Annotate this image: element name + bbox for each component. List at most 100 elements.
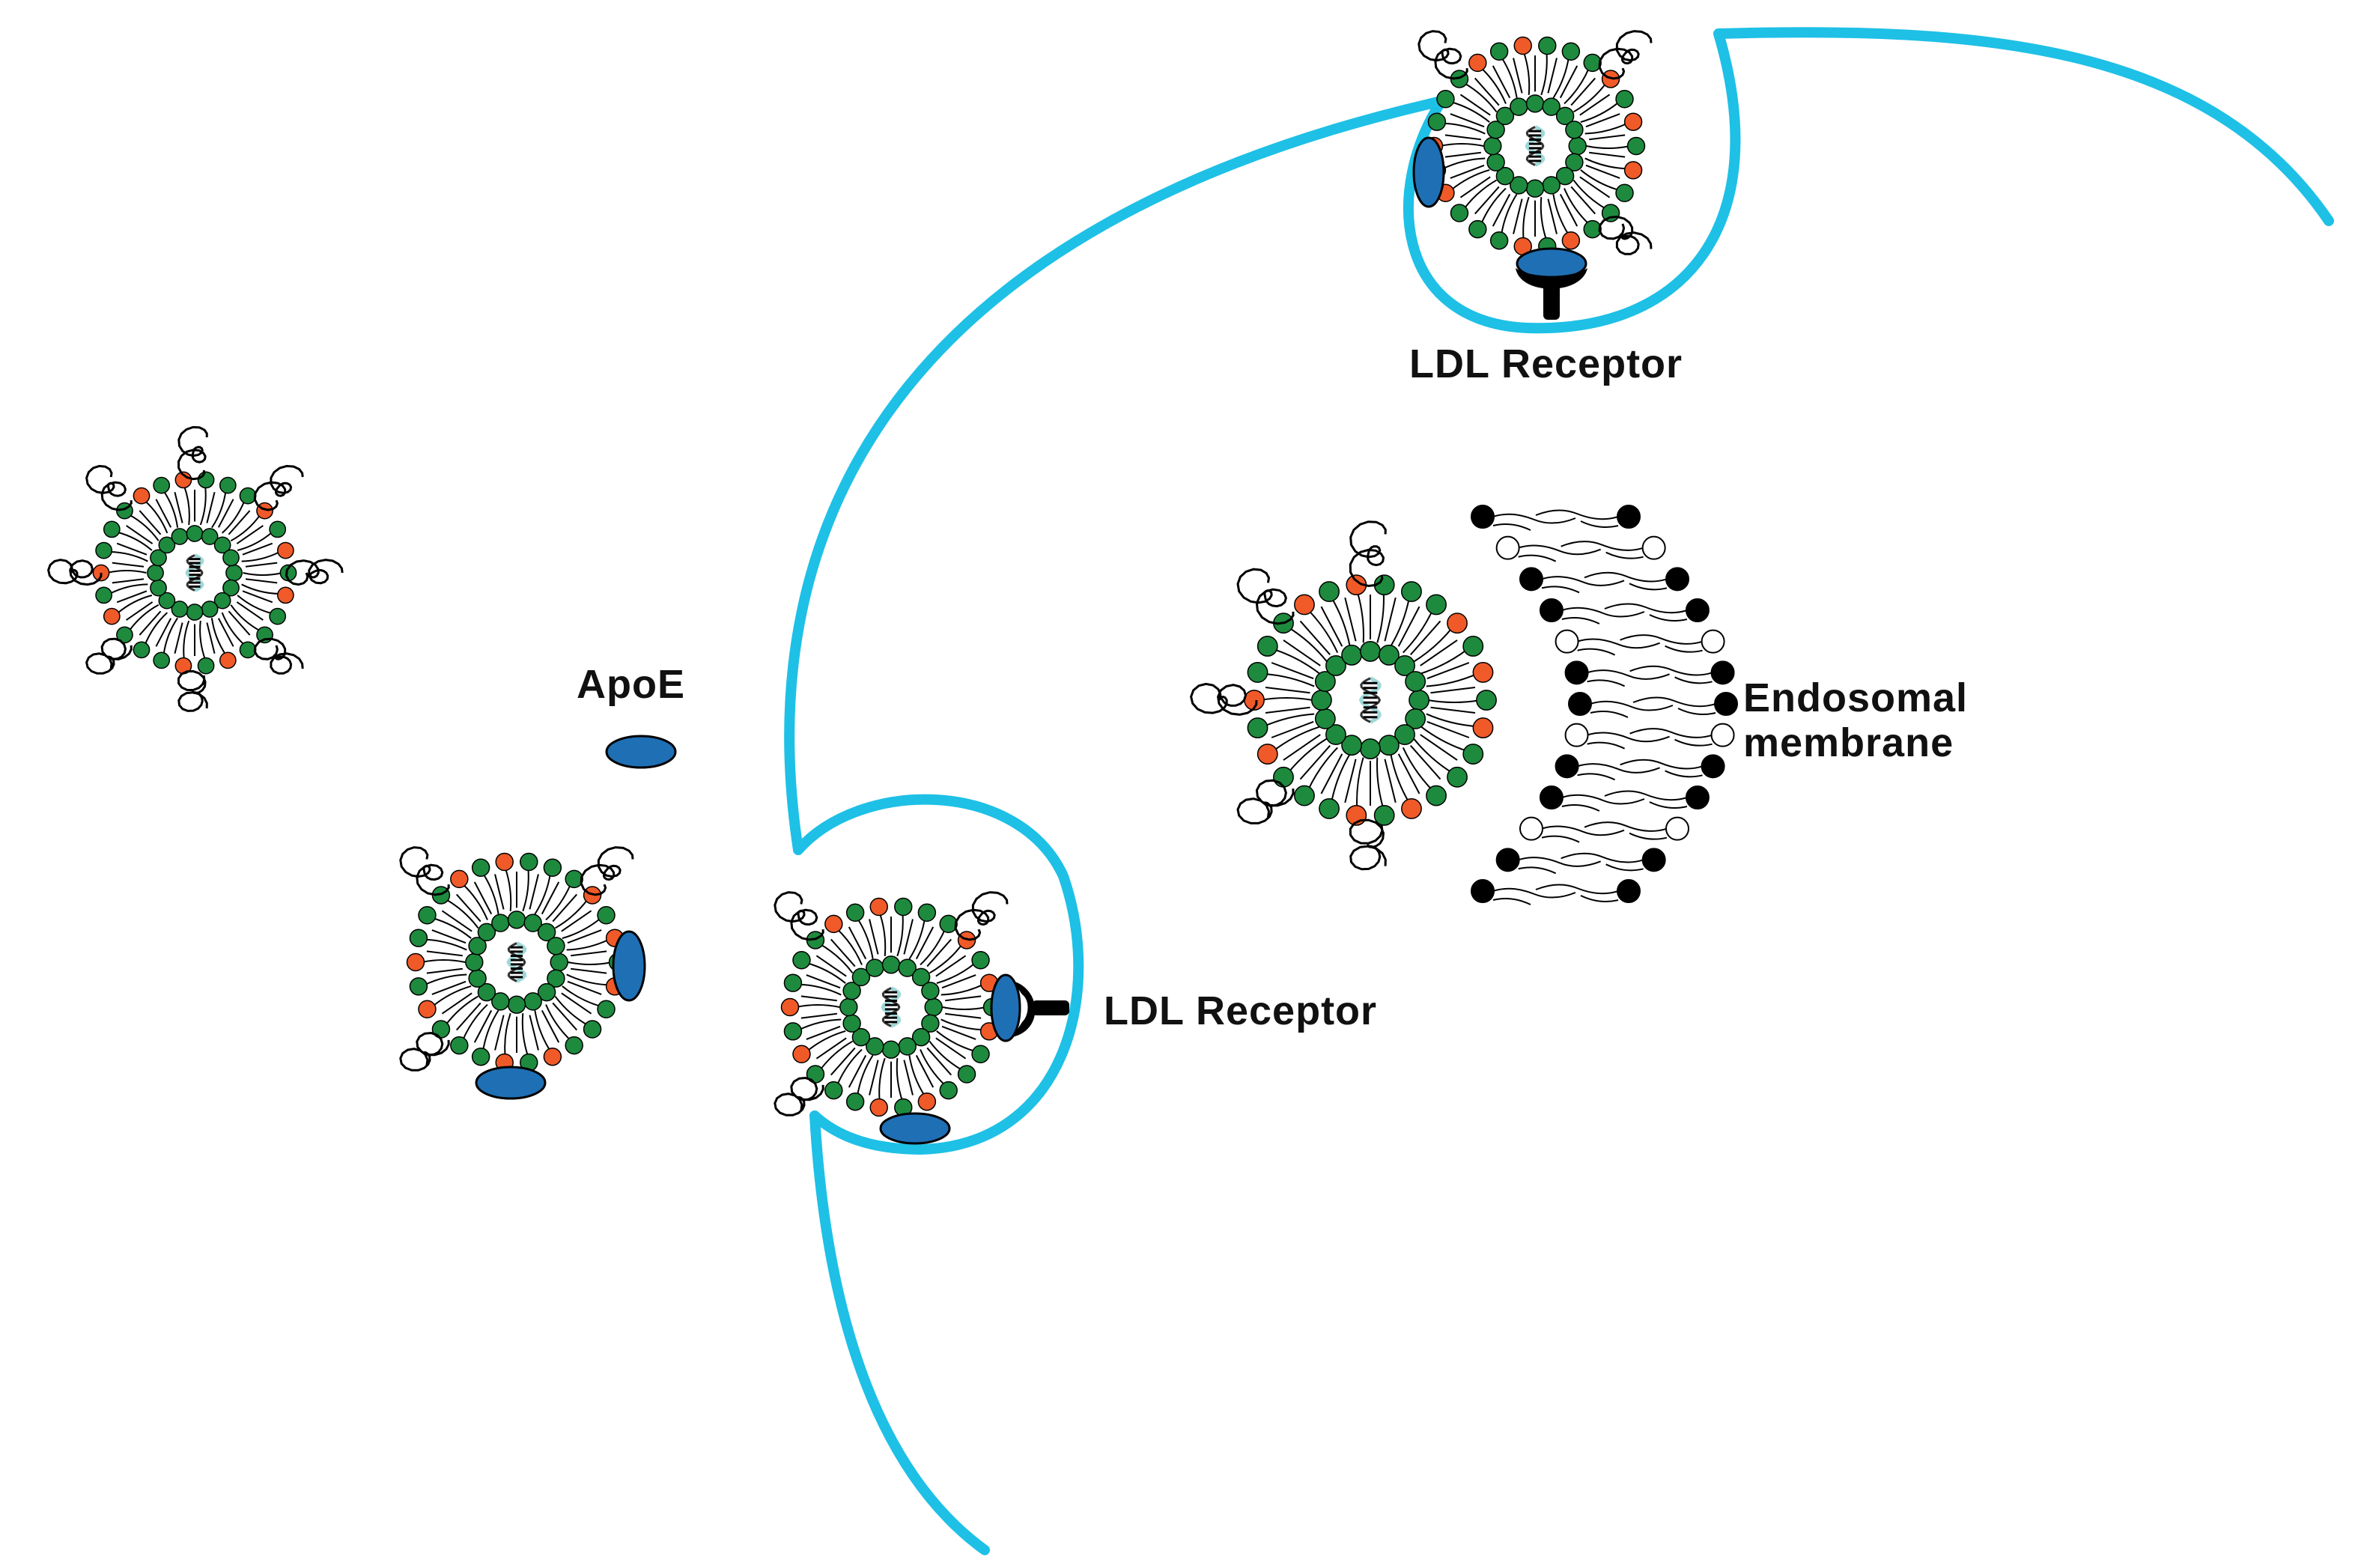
lipid-headgroup bbox=[1310, 690, 1332, 711]
ldl-receptor-label-bottom: LDL Receptor bbox=[1104, 988, 1378, 1033]
lipid-tail bbox=[424, 938, 467, 951]
nucleic-acid-strand bbox=[185, 553, 204, 592]
lipid-tail bbox=[1522, 51, 1531, 95]
lipid-tail bbox=[1579, 94, 1611, 116]
lipid-tail bbox=[1541, 835, 1580, 843]
lipid-tail bbox=[1320, 606, 1343, 647]
lipid-tail bbox=[237, 595, 273, 615]
lipid-tail bbox=[242, 542, 273, 556]
lipid-tail bbox=[139, 610, 162, 636]
lipid-tail bbox=[1587, 679, 1626, 687]
lipid-tail bbox=[230, 514, 261, 542]
endosome-headgroup bbox=[1617, 505, 1641, 529]
lipid-tail bbox=[1580, 169, 1620, 191]
lipid-headgroup bbox=[898, 1037, 917, 1056]
lipid-headgroup bbox=[1247, 717, 1268, 739]
lipid-headgroup bbox=[1561, 231, 1581, 250]
lipid-tail bbox=[896, 1058, 904, 1102]
lipid-headgroup bbox=[1319, 798, 1340, 819]
lipid-headgroup bbox=[597, 906, 616, 925]
lipid-headgroup bbox=[824, 914, 843, 934]
lipid-tail bbox=[562, 917, 602, 940]
lipid-tail bbox=[1584, 571, 1668, 583]
lipid-headgroup bbox=[95, 586, 113, 604]
apoe-protein-bound bbox=[1412, 136, 1445, 208]
lipid-tail bbox=[1330, 753, 1351, 803]
lipid-tail bbox=[561, 910, 592, 932]
lipid-tail bbox=[1426, 672, 1478, 687]
lipid-headgroup bbox=[1314, 708, 1336, 729]
lipid-tail bbox=[1356, 590, 1364, 643]
lipid-tail bbox=[1559, 65, 1578, 99]
lipid-headgroup bbox=[477, 982, 496, 1002]
cell-membrane-pocket-upper bbox=[1403, 28, 1741, 334]
lipid-headgroup bbox=[507, 995, 526, 1014]
lipid-tail bbox=[554, 899, 589, 929]
lipid-tail bbox=[504, 867, 512, 911]
peg-coil bbox=[1236, 779, 1295, 824]
endosome-headgroup bbox=[1471, 505, 1495, 529]
lipid-tail bbox=[1420, 648, 1468, 675]
lipid-tail bbox=[112, 562, 145, 568]
lipid-tail bbox=[183, 485, 190, 526]
endosome-headgroup bbox=[1471, 879, 1495, 903]
lipid-tail bbox=[1585, 113, 1620, 128]
lipid-headgroup bbox=[523, 992, 542, 1011]
lipid-headgroup bbox=[881, 1040, 901, 1059]
lipid-tail bbox=[1552, 194, 1570, 236]
lipid-headgroup bbox=[845, 903, 865, 922]
lipid-tail bbox=[1629, 728, 1713, 738]
lipid-tail bbox=[1513, 198, 1523, 234]
lipid-tail bbox=[819, 1040, 854, 1071]
lipid-tail bbox=[221, 500, 246, 534]
lipid-tail bbox=[545, 884, 572, 921]
lipid-tail bbox=[1492, 887, 1576, 899]
ldl-receptor-label-top: LDL Receptor bbox=[1409, 341, 1683, 386]
lipid-tail bbox=[566, 938, 610, 951]
lipid-headgroup bbox=[543, 1048, 562, 1066]
lipid-tail bbox=[1299, 745, 1331, 780]
peg-coil bbox=[774, 891, 824, 941]
endosome-headgroup bbox=[1555, 754, 1579, 779]
lipid-tail bbox=[941, 1025, 976, 1040]
lipid-tail bbox=[1629, 665, 1713, 676]
lipid-tail bbox=[856, 1054, 874, 1096]
peg-coil bbox=[285, 559, 344, 586]
lipid-headgroup bbox=[1513, 36, 1532, 55]
lipid-tail bbox=[1420, 726, 1468, 753]
lipid-tail bbox=[1577, 638, 1660, 649]
lipid-headgroup bbox=[845, 1093, 865, 1111]
lipid-headgroup bbox=[1495, 166, 1515, 186]
lipid-headgroup bbox=[186, 525, 204, 542]
receptor-bound-nanoparticle-surface bbox=[774, 891, 1009, 1117]
lipid-tail bbox=[800, 995, 837, 1002]
lipid-tail bbox=[878, 912, 887, 956]
lipid-tail bbox=[1579, 176, 1611, 198]
lipid-tail bbox=[806, 974, 841, 989]
lipid-headgroup bbox=[869, 897, 888, 917]
endosome-headgroup bbox=[1564, 723, 1589, 747]
lipid-tail bbox=[1271, 720, 1314, 738]
lipid-tail bbox=[1561, 607, 1645, 618]
apoe-protein-bound bbox=[990, 973, 1021, 1042]
lipid-tail bbox=[431, 929, 467, 944]
endosomal-label-line1: Endosomal bbox=[1743, 675, 1969, 720]
lipid-tail bbox=[1272, 648, 1320, 674]
lipid-tail bbox=[942, 1006, 987, 1010]
lipid-tail bbox=[935, 955, 967, 977]
lipid-headgroup bbox=[171, 601, 189, 618]
lipid-tail bbox=[936, 962, 976, 985]
lipid-headgroup bbox=[1555, 106, 1575, 126]
peg-coil bbox=[774, 1076, 824, 1116]
endosomal-membrane-bilayer bbox=[1471, 505, 1738, 905]
lipid-tail bbox=[1570, 186, 1596, 215]
peg-coil bbox=[253, 637, 304, 675]
endosome-headgroup bbox=[1641, 535, 1666, 560]
lipid-tail bbox=[795, 1004, 840, 1008]
lipid-headgroup bbox=[1247, 661, 1268, 683]
lipid-tail bbox=[800, 1012, 837, 1019]
lipid-headgroup bbox=[537, 982, 556, 1002]
lipid-headgroup bbox=[537, 923, 556, 942]
nucleic-acid-strand bbox=[881, 987, 901, 1027]
lipid-tail bbox=[1632, 696, 1716, 708]
